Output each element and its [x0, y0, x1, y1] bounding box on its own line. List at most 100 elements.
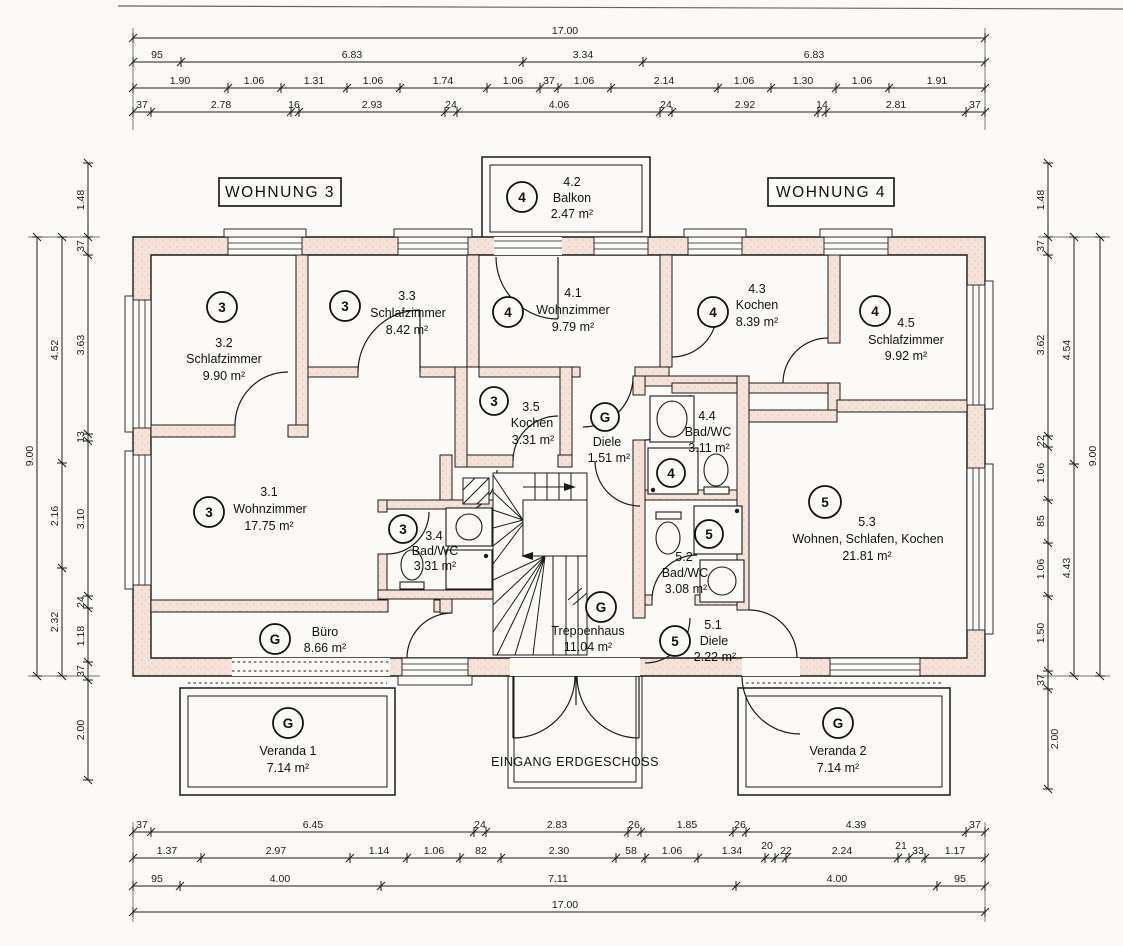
sink-basin-4-4 [656, 400, 688, 438]
room-num: 3.3 [398, 289, 415, 303]
dim-label: 24 [75, 596, 87, 608]
dim-label: 3.10 [75, 509, 87, 530]
room-name: Schlafzimmer [370, 306, 446, 320]
dim-label: 24 [660, 99, 672, 111]
toilet-3-4 [400, 549, 424, 581]
room-num: 4.1 [564, 286, 581, 300]
dim-label: 16 [288, 99, 300, 111]
room-area: 8.39 m² [736, 315, 778, 329]
dim-label: 1.48 [75, 190, 87, 211]
badge: 4 [518, 190, 526, 205]
room-num: 4.2 [563, 175, 580, 189]
dim-label: 1.48 [1035, 190, 1047, 211]
dim-label: 4.52 [49, 340, 61, 361]
room-name: Wohnzimmer [233, 502, 306, 516]
dim-label: 14 [816, 99, 828, 111]
dim-label: 2.32 [49, 612, 61, 633]
room-area: 8.66 m² [304, 641, 346, 655]
dim-label: 85 [1035, 515, 1047, 527]
dim-label: 2.24 [832, 845, 853, 857]
room-num: 3.5 [522, 400, 539, 414]
dim-label: 2.30 [549, 845, 570, 857]
dim-label: 1.06 [503, 75, 524, 87]
room-name: Kochen [736, 298, 778, 312]
dim-label: 1.18 [75, 626, 87, 647]
room-num: 5.2 [675, 550, 692, 564]
room-num: 3.4 [425, 529, 442, 543]
dim-label: 58 [625, 845, 637, 857]
room-area: 11.04 m² [564, 640, 612, 654]
doors [234, 256, 829, 739]
dim-label: 4.00 [827, 873, 848, 885]
dim-label: 1.14 [369, 845, 390, 857]
room-name: Wohnzimmer [536, 303, 609, 317]
room-name: Veranda 2 [810, 744, 867, 758]
dim-label: 24 [474, 819, 486, 831]
room-name: Bad/WC [662, 566, 709, 580]
dim-label: 9.00 [24, 446, 36, 467]
room-num: 5.1 [704, 618, 721, 632]
dim-label: 24 [445, 99, 457, 111]
dim-label: 1.17 [945, 845, 966, 857]
dim-label: 95 [151, 49, 163, 61]
sink-basin-5-2 [707, 566, 737, 596]
dim-label: 2.00 [75, 720, 87, 741]
wohnung3-title: WOHNUNG 3 [225, 184, 335, 201]
dim-label: 37 [543, 75, 555, 87]
room-name: Kochen [511, 416, 553, 430]
dim-label: 2.92 [735, 99, 756, 111]
dim-label: 37 [136, 99, 148, 111]
room-area: 9.79 m² [552, 320, 594, 334]
room-name: Wohnen, Schlafen, Kochen [792, 532, 943, 546]
dim-label: 9.00 [1087, 446, 1099, 467]
room-area: 3.31 m² [512, 433, 554, 447]
badge: G [283, 716, 294, 731]
room-num: 5.3 [858, 515, 875, 529]
room-area: 7.14 m² [267, 761, 309, 775]
room-area: 3.31 m² [414, 559, 456, 573]
dim-label: 4.39 [846, 819, 867, 831]
dim-label: 4.43 [1061, 558, 1073, 579]
dim-label: 20 [761, 840, 773, 852]
room-area: 7.14 m² [817, 761, 859, 775]
dim-label: 1.06 [424, 845, 445, 857]
room-name: Bad/WC [412, 544, 459, 558]
dim-label: 1.74 [433, 75, 454, 87]
dim-label: 1.91 [927, 75, 948, 87]
toilet-tank-3-4 [399, 581, 425, 590]
room-name: Balkon [553, 191, 591, 205]
dim-label: 1.31 [304, 75, 325, 87]
badge: 3 [205, 505, 213, 520]
room-name: Diele [700, 634, 729, 648]
badge: 4 [871, 304, 879, 319]
room-num: 4.4 [698, 409, 715, 423]
badge: G [833, 716, 844, 731]
badge: G [270, 632, 281, 647]
room-area: 2.22 m² [694, 650, 736, 664]
room-area: 9.90 m² [203, 369, 245, 383]
header-wohnung4: WOHNUNG 4 [767, 177, 895, 207]
room-name: Büro [312, 625, 338, 639]
badge: 5 [705, 527, 713, 542]
badge: 3 [341, 299, 349, 314]
dim-label: 2.00 [1049, 729, 1061, 750]
dim-label: 7.11 [548, 873, 568, 885]
room-name: Treppenhaus [551, 624, 624, 638]
room-area: 3.11 m² [688, 441, 729, 455]
dim-label: 95 [151, 873, 163, 885]
dim-label: 1.06 [363, 75, 384, 87]
dim-label: 2.83 [547, 819, 568, 831]
entrance-label: EINGANG ERDGESCHOSS [491, 755, 659, 769]
